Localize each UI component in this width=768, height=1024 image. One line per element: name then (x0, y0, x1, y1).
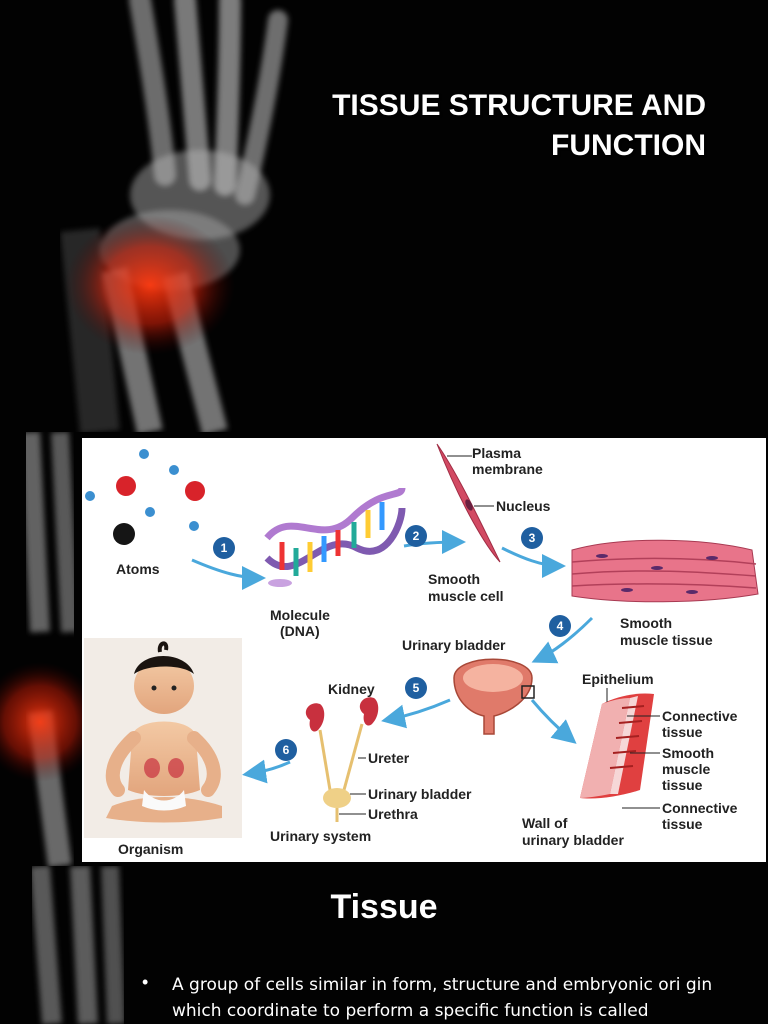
slide-title-text: TISSUE STRUCTURE AND FUNCTION (332, 86, 706, 166)
step-2-marker (405, 525, 427, 547)
label-epithelium: Epithelium (582, 671, 654, 687)
label-connective-1a: Connective (662, 708, 738, 724)
urinary-system-illustration (305, 697, 379, 822)
atom-blue (85, 491, 95, 501)
xray-hand-image (60, 0, 288, 432)
slide-heading: Tissue (330, 888, 438, 926)
label-membrane: membrane (472, 461, 543, 477)
label-smooth-cell-2: muscle cell (428, 588, 504, 604)
xray-background-image (30, 866, 125, 1024)
levels-of-organization-figure: Atoms Molecule (DNA) (82, 438, 766, 862)
label-molecule: Molecule (270, 607, 330, 623)
step-markers: 1 2 3 4 5 6 (213, 525, 571, 761)
step-6-number: 6 (283, 743, 290, 757)
atom-red (116, 476, 136, 496)
atom-blue (169, 465, 179, 475)
organism-baby-photo (84, 638, 242, 838)
atom-red (185, 481, 205, 501)
label-kidney: Kidney (328, 681, 375, 697)
smooth-muscle-cell-illustration (436, 443, 501, 563)
step-5-marker (405, 677, 427, 699)
atom-black (113, 523, 135, 545)
label-ureter: Ureter (368, 750, 410, 766)
label-atoms: Atoms (116, 561, 160, 577)
label-dna: (DNA) (280, 623, 320, 639)
step-5-number: 5 (413, 681, 420, 695)
atoms-illustration (85, 449, 205, 545)
label-smooth-muscle-a: Smooth (662, 745, 714, 761)
atom-blue (139, 449, 149, 459)
step-3-marker (521, 527, 543, 549)
title-line-2: FUNCTION (551, 129, 706, 162)
flow-arrows (191, 530, 594, 784)
label-urethra: Urethra (368, 806, 418, 822)
label-wall-2: urinary bladder (522, 832, 624, 848)
atom-blue (189, 521, 199, 531)
label-plasma: Plasma (472, 445, 521, 461)
label-urinary-system: Urinary system (270, 828, 371, 844)
step-1-number: 1 (221, 541, 228, 555)
bullet-marker: • (142, 972, 149, 992)
label-nucleus: Nucleus (496, 498, 551, 514)
label-smooth-tissue-1: Smooth (620, 615, 672, 631)
label-smooth-cell-1: Smooth (428, 571, 480, 587)
label-smooth-tissue-2: muscle tissue (620, 632, 713, 648)
label-connective-2a: Connective (662, 800, 738, 816)
slide-figure: Atoms Molecule (DNA) (0, 432, 768, 866)
step-2-number: 2 (413, 529, 420, 543)
label-system-bladder: Urinary bladder (368, 786, 472, 802)
xray-background-image (0, 432, 100, 866)
bullet-text: A group of cells similar in form, struct… (172, 975, 713, 1021)
label-organism: Organism (118, 841, 183, 857)
label-connective-2b: tissue (662, 816, 703, 832)
step-4-marker (549, 615, 571, 637)
step-6-marker (275, 739, 297, 761)
atom-blue (145, 507, 155, 517)
bladder-wall-illustration (580, 693, 654, 799)
label-wall-1: Wall of (522, 815, 568, 831)
urinary-bladder-illustration (453, 658, 535, 735)
step-1-marker (213, 537, 235, 559)
step-4-number: 4 (557, 619, 564, 633)
label-urinary-bladder: Urinary bladder (402, 637, 506, 653)
title-line-1: TISSUE STRUCTURE AND (332, 89, 706, 122)
slide-tissue-definition: Tissue • A group of cells similar in for… (0, 866, 768, 1024)
step-3-number: 3 (529, 531, 536, 545)
dna-molecule-illustration (264, 487, 406, 587)
label-connective-1b: tissue (662, 724, 703, 740)
slide-title: TISSUE STRUCTURE AND FUNCTION (0, 0, 768, 432)
smooth-muscle-tissue-illustration (571, 539, 759, 603)
label-smooth-muscle-b: muscle (662, 761, 710, 777)
label-smooth-muscle-c: tissue (662, 777, 703, 793)
